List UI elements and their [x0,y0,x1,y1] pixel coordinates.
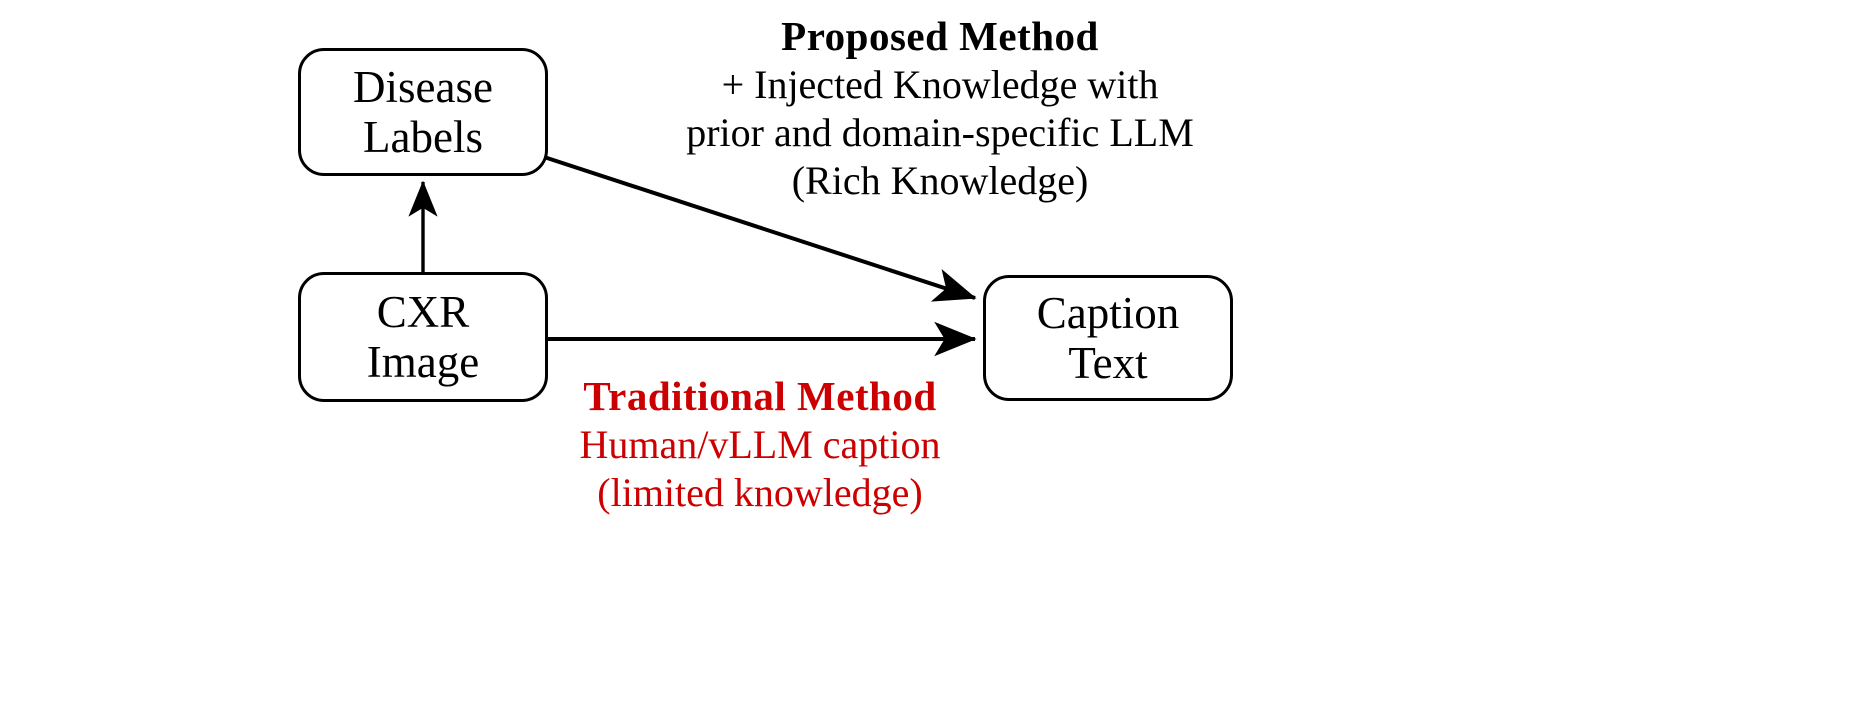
node-disease-labels-line-2: Labels [363,112,483,162]
annotation-traditional-line-1: Human/vLLM caption [579,422,941,468]
annotation-proposed-line-3: (Rich Knowledge) [791,158,1089,204]
annotation-proposed-line-1: + Injected Knowledge with [721,62,1159,108]
annotation-proposed-method: Proposed Method + Injected Knowledge wit… [620,12,1260,205]
node-caption-text[interactable]: Caption Text [983,275,1233,401]
node-cxr-image[interactable]: CXR Image [298,272,548,402]
node-cxr-image-line-1: CXR [376,286,470,337]
annotation-traditional-line-2: (limited knowledge) [597,470,923,516]
annotation-traditional-heading: Traditional Method [583,373,937,419]
node-caption-text-line-2: Text [1068,338,1148,388]
annotation-proposed-line-2: prior and domain-specific LLM [686,110,1194,156]
annotation-proposed-heading: Proposed Method [781,13,1099,59]
annotation-traditional-method: Traditional Method Human/vLLM caption (l… [540,372,980,517]
node-disease-labels[interactable]: Disease Labels [298,48,548,176]
node-caption-text-line-1: Caption [1036,287,1180,338]
node-disease-labels-line-1: Disease [353,61,493,112]
node-cxr-image-line-2: Image [366,337,480,387]
